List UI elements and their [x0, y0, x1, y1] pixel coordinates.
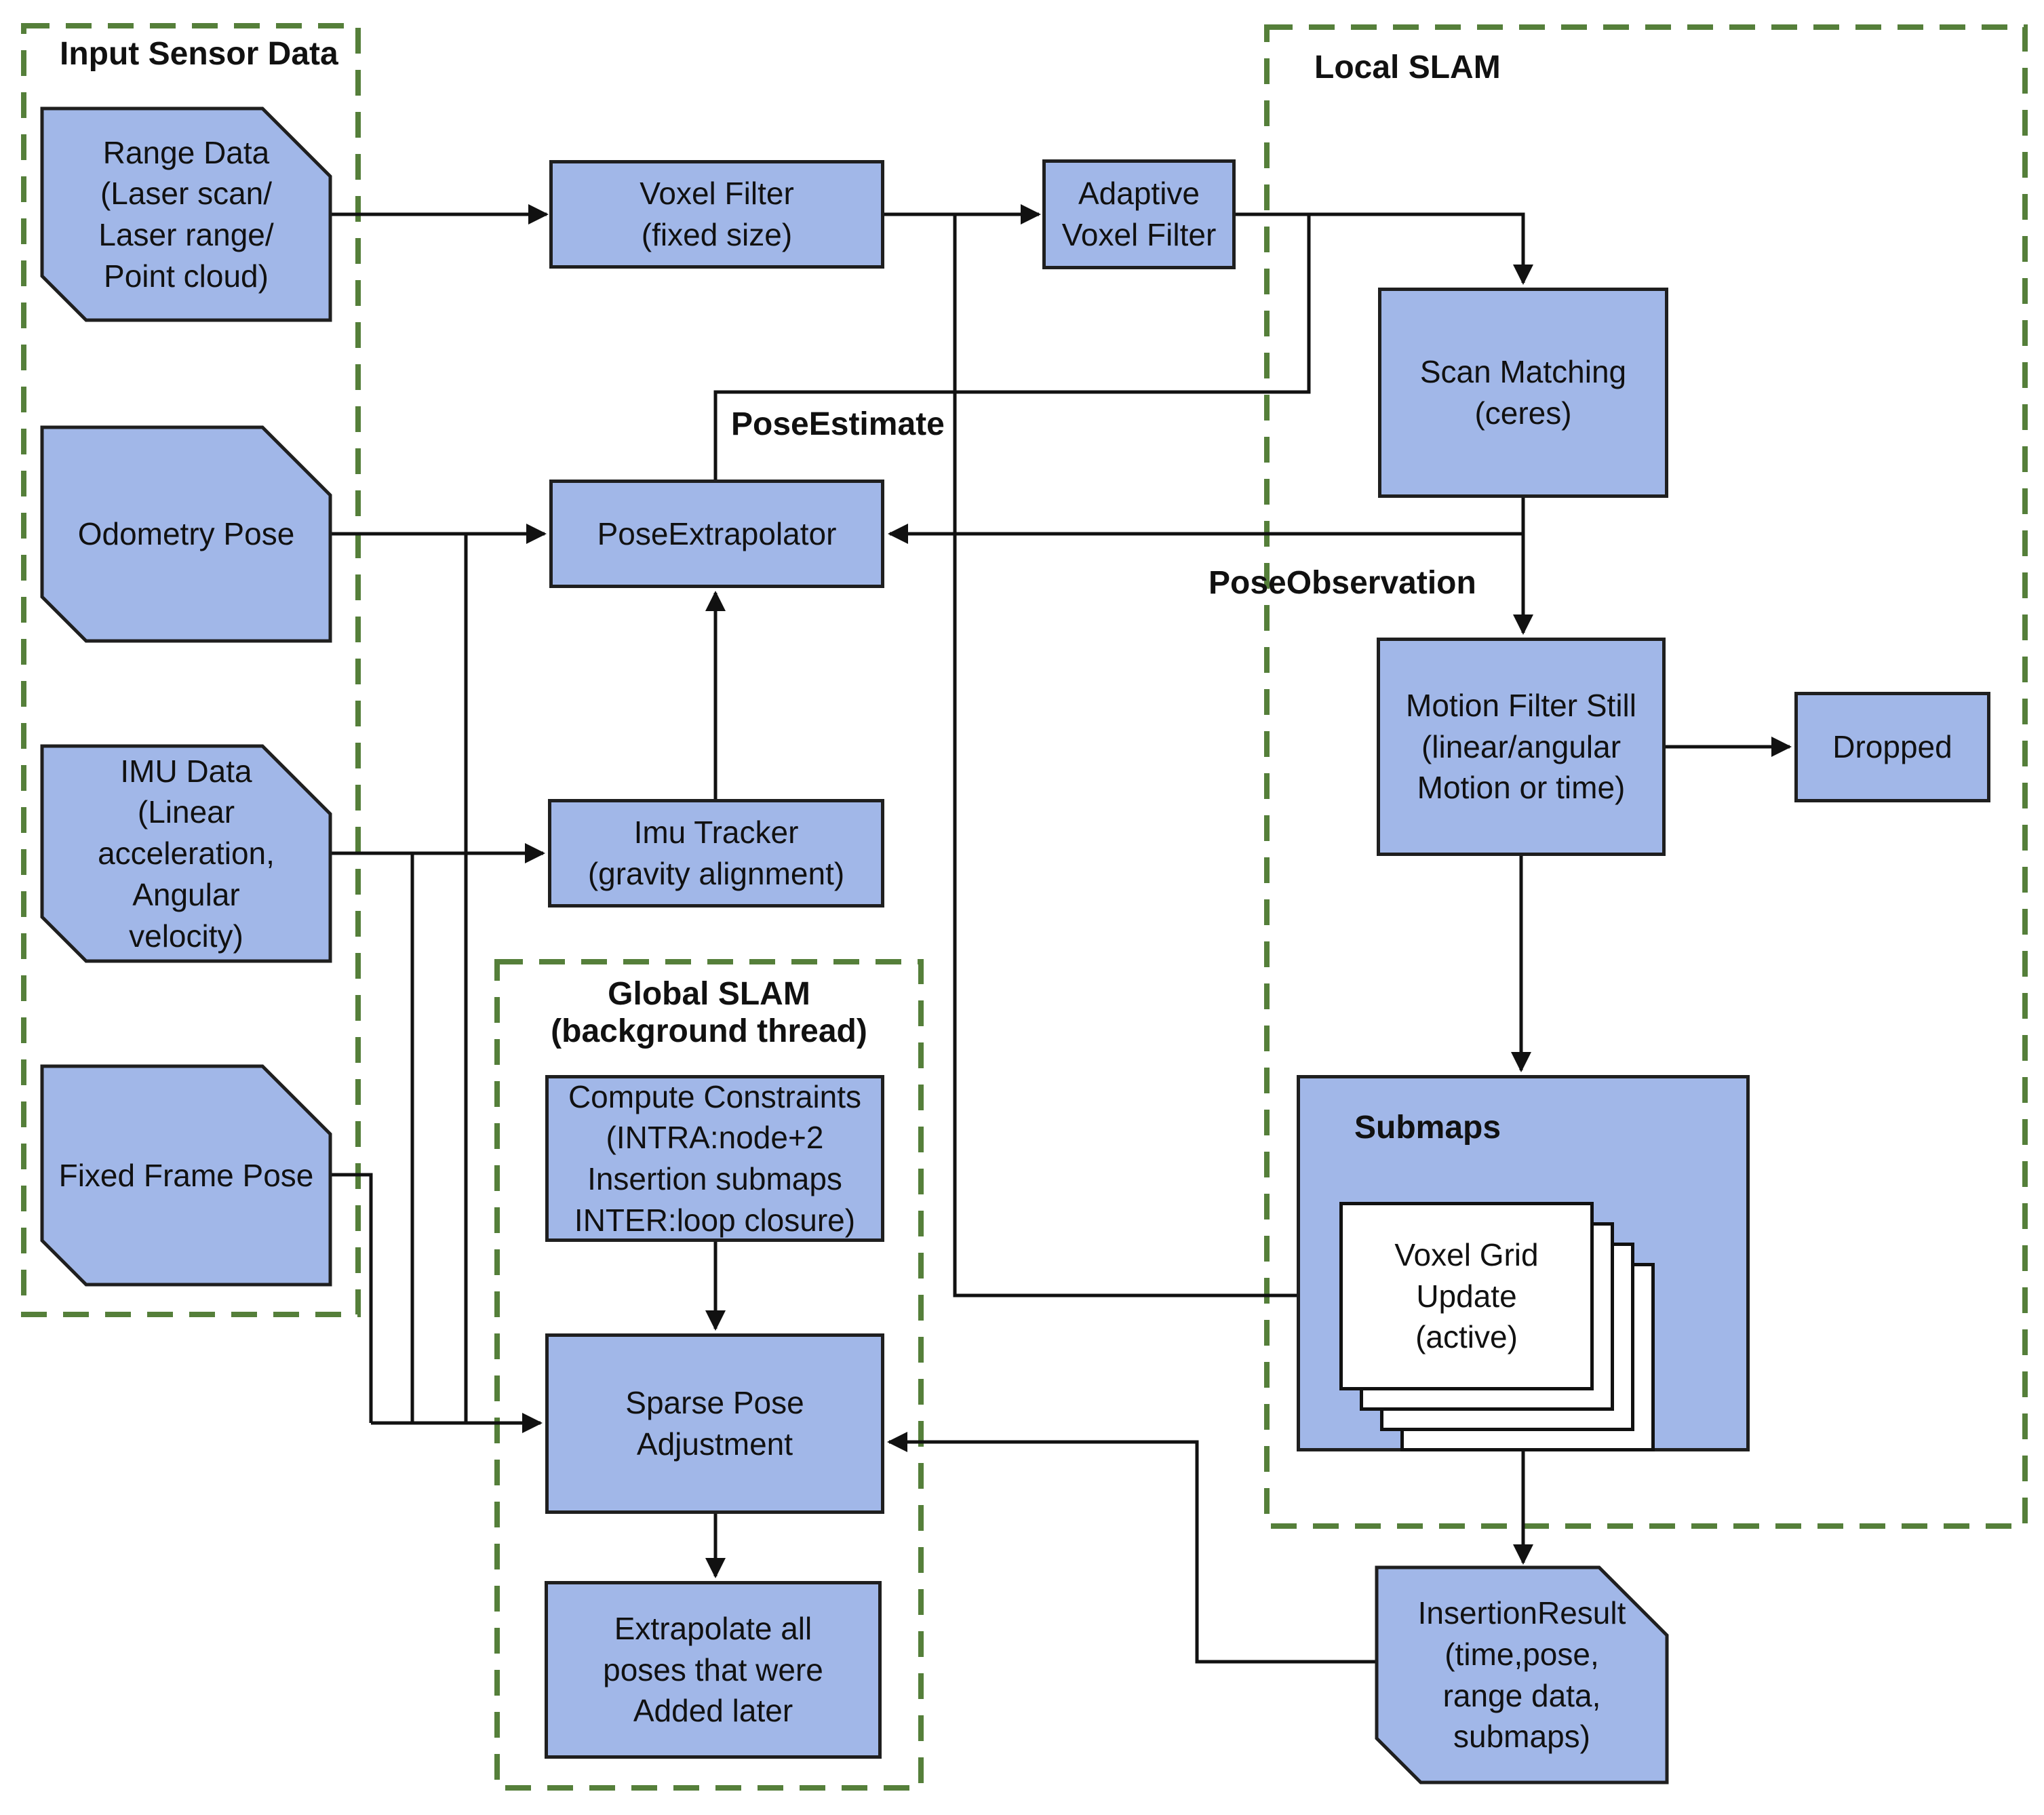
edge-label-pose-estimate: PoseEstimate — [731, 406, 945, 442]
node-imu-data-label: IMU Data (Linear acceleration, Angular v… — [98, 753, 275, 954]
shape-range-data — [40, 106, 332, 322]
shape-odometry-pose — [40, 425, 332, 643]
node-insertion-result-label: InsertionResult (time,pose, range data, … — [1417, 1595, 1626, 1755]
group-input-sensor-border — [21, 23, 361, 1317]
node-scan-matching: Scan Matching (ceres) — [1378, 288, 1668, 498]
shape-fixed-frame-pose — [40, 1064, 332, 1287]
node-adaptive-voxel-filter: Adaptive Voxel Filter — [1042, 159, 1236, 269]
group-title-local-slam: Local SLAM — [1314, 50, 1501, 85]
node-imu-tracker: Imu Tracker (gravity alignment) — [548, 799, 884, 908]
node-range-data-label: Range Data (Laser scan/ Laser range/ Poi… — [98, 134, 274, 294]
edge-voxelfilter-to-voxelgridupdate — [953, 214, 1337, 1306]
edge-adaptivevoxelfilter-to-scanmatching — [1236, 212, 1533, 285]
node-odometry-pose-label: Odometry Pose — [77, 516, 295, 552]
edge-insertionresult-to-sparsepose — [887, 1432, 1377, 1664]
node-submaps-title: Submaps — [1354, 1110, 1501, 1146]
node-dropped: Dropped — [1794, 692, 1990, 802]
edge-fixedframe-down — [330, 1173, 373, 1423]
shape-insertion-result — [1375, 1565, 1669, 1784]
edge-label-pose-observation: PoseObservation — [1208, 565, 1476, 601]
node-voxel-grid-update: Voxel Grid Update (active) — [1339, 1202, 1594, 1390]
node-fixed-frame-pose-label: Fixed Frame Pose — [58, 1157, 314, 1193]
node-sparse-pose-adjustment: Sparse Pose Adjustment — [545, 1333, 884, 1514]
node-pose-extrapolator: PoseExtrapolator — [549, 480, 884, 588]
group-title-input-sensor: Input Sensor Data — [60, 36, 338, 72]
node-extrapolate-all-poses: Extrapolate all poses that were Added la… — [545, 1581, 882, 1759]
group-global-slam-border — [494, 959, 924, 1791]
shape-imu-data — [40, 744, 332, 963]
node-compute-constraints: Compute Constraints (INTRA:node+2 Insert… — [545, 1075, 884, 1242]
node-motion-filter: Motion Filter Still (linear/angular Moti… — [1377, 638, 1666, 856]
group-title-global-slam: Global SLAM (background thread) — [551, 976, 867, 1049]
edge-poseestimate — [713, 214, 1311, 480]
node-voxel-filter: Voxel Filter (fixed size) — [549, 160, 884, 269]
group-local-slam-border — [1264, 24, 2028, 1529]
